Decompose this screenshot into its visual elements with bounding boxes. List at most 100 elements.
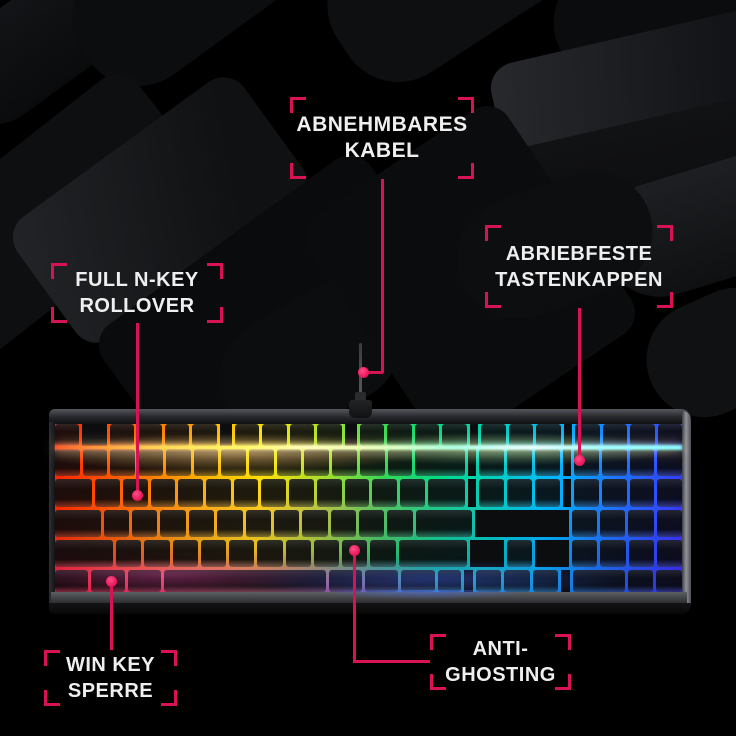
keyboard-key [479, 479, 505, 507]
keyboard-key [138, 448, 163, 477]
keyboard-key [627, 570, 654, 593]
keyboard-key [601, 479, 627, 507]
keyboard-key [387, 509, 413, 537]
keyboard-key [359, 424, 385, 446]
keyboard-key [330, 509, 357, 537]
callout-label: TASTENKAPPEN [495, 268, 663, 291]
callout-line-detachable-cable [363, 371, 383, 374]
keyboard-key [332, 448, 357, 477]
keyboard-key [372, 479, 397, 507]
keyboard-gap [535, 539, 570, 568]
keyboard-key [55, 570, 89, 593]
keyboard-bottom-bezel [51, 590, 687, 603]
keyboard-key [55, 448, 80, 477]
keyboard-gap [563, 424, 573, 446]
callout-dot-anti-ghosting [349, 545, 360, 556]
bracket-corner-icon [430, 634, 446, 650]
keyboard-key [571, 509, 597, 537]
keyboard-key [313, 539, 340, 568]
keyboard-key [442, 424, 467, 446]
keyboard-key [116, 539, 142, 568]
keyboard-key [55, 424, 80, 446]
keyboard-key [506, 539, 533, 568]
callout-line-win-key-lock [110, 586, 113, 650]
keyboard-key [188, 509, 215, 537]
keyboard-gap [467, 479, 477, 507]
bracket-corner-icon [430, 674, 446, 690]
callout-dot-nkey-rollover [132, 490, 143, 501]
keyboard-key [233, 479, 259, 507]
keyboard-right-bezel [682, 411, 691, 611]
keyboard-key [359, 448, 385, 477]
bracket-corner-icon [555, 674, 571, 690]
keyboard-key [103, 509, 130, 537]
keyboard-key [629, 448, 655, 477]
keyboard-row [55, 448, 683, 477]
keyboard-key [401, 570, 435, 593]
keyboard-key [262, 424, 287, 446]
bracket-corner-icon [161, 690, 177, 706]
cable-connector-plug [349, 400, 372, 418]
callout-line-anti-ghosting [353, 660, 430, 663]
keyboard-gap [463, 570, 473, 593]
bracket-corner-icon [44, 650, 60, 666]
keyboard-key [273, 509, 300, 537]
keyboard-key [165, 448, 191, 477]
keyboard-key [656, 539, 683, 568]
keyboard-top-bezel [49, 409, 691, 424]
callout-full-nkey-rollover: FULL N-KEY ROLLOVER [51, 263, 223, 323]
keyboard-key [601, 448, 627, 477]
callout-label: SPERRE [67, 680, 154, 702]
keyboard-gap [474, 509, 569, 537]
bracket-corner-icon [51, 307, 67, 323]
keyboard-row [55, 479, 683, 507]
keyboard-key [302, 509, 328, 537]
keyboard-key [399, 479, 425, 507]
callout-line-nkey-rollover [136, 323, 139, 495]
keyboard-gap [219, 424, 232, 446]
keyboard-key [344, 479, 370, 507]
keyboard-key [508, 424, 534, 446]
bracket-corner-icon [657, 292, 673, 308]
callout-line-detachable-cable [381, 179, 384, 373]
keyboard-gap [469, 424, 479, 446]
keyboard-key [387, 424, 412, 446]
keyboard-key [317, 424, 342, 446]
keyboard-key [629, 479, 655, 507]
keyboard-key [602, 424, 628, 446]
keyboard-key [532, 570, 559, 593]
keyboard-key [415, 448, 465, 477]
keyboard-key [55, 479, 93, 507]
keyboard-key [427, 479, 465, 507]
bracket-corner-icon [207, 263, 223, 279]
callout-anti-ghosting: ANTI- GHOSTING [430, 634, 571, 690]
keyboard-key [137, 424, 162, 446]
keyboard-key [217, 509, 243, 537]
callout-label: ABRIEBFESTE [505, 242, 653, 265]
keyboard-key [249, 448, 274, 477]
bracket-corner-icon [458, 163, 474, 179]
keyboard-row [55, 424, 683, 446]
keyboard-key [481, 424, 506, 446]
keyboard-key [415, 509, 472, 537]
callout-detachable-cable: ABNEHMBARES KABEL [290, 97, 474, 179]
keyboard-key [359, 509, 385, 537]
keyboard-key [479, 448, 505, 477]
keyboard-key [221, 448, 247, 477]
keyboard-key [229, 539, 255, 568]
keyboard-key [534, 479, 560, 507]
keyboard-key [574, 479, 599, 507]
keyboard-key [657, 424, 683, 446]
bracket-corner-icon [161, 650, 177, 666]
keyboard-key [437, 570, 461, 593]
keyboard-key [55, 539, 114, 568]
keyboard-key [55, 509, 101, 537]
keyboard-row [55, 539, 683, 568]
keyboard-key [144, 539, 170, 568]
keyboard-key [276, 448, 302, 477]
bracket-corner-icon [657, 225, 673, 241]
keyboard-key [630, 424, 655, 446]
keyboard-key [200, 539, 227, 568]
callout-label: ROLLOVER [79, 295, 195, 317]
